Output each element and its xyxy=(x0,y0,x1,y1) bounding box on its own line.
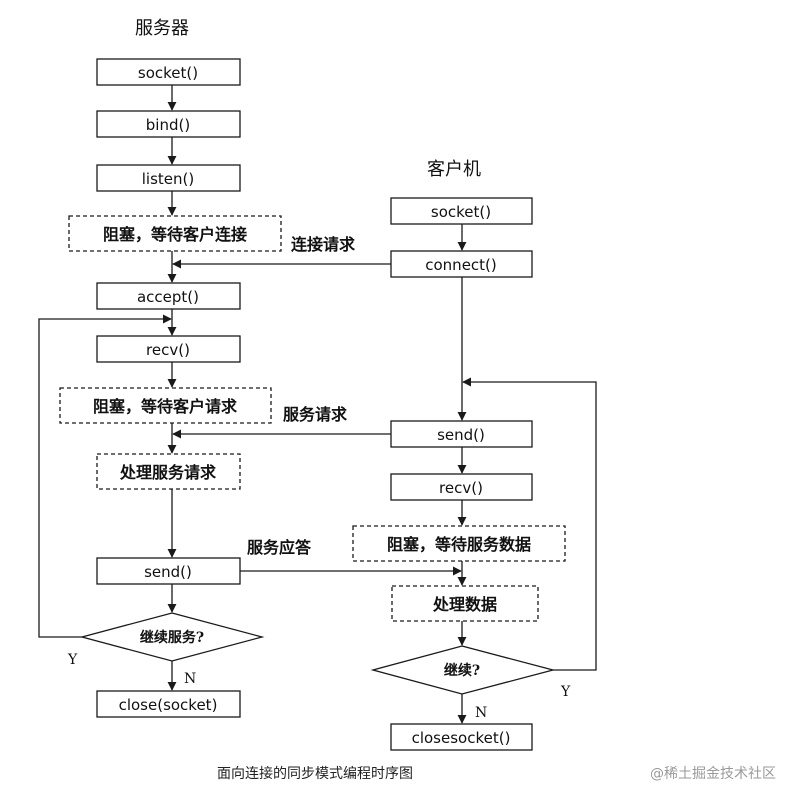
server-close-box: close(socket) xyxy=(96,690,241,718)
server-process-label: 处理服务请求 xyxy=(119,463,217,482)
server-title: 服务器 xyxy=(135,18,189,39)
server-recv-box: recv() xyxy=(96,335,241,363)
service-response-label: 服务应答 xyxy=(247,538,312,557)
service-request-label: 服务请求 xyxy=(283,405,348,424)
connect-request-label: 连接请求 xyxy=(291,235,356,254)
client-send-box: send() xyxy=(390,420,533,448)
server-wait-request-label: 阻塞，等待客户请求 xyxy=(93,397,238,416)
client-close-box: closesocket() xyxy=(390,723,533,751)
client-connect-box: connect() xyxy=(390,250,533,278)
server-socket-label: socket() xyxy=(138,64,198,82)
client-recv-label: recv() xyxy=(439,479,483,497)
client-socket-box: socket() xyxy=(390,197,533,225)
watermark: @稀土掘金技术社区 xyxy=(650,766,776,782)
server-decision-label: 继续服务? xyxy=(140,629,204,646)
server-close-label: close(socket) xyxy=(119,696,218,714)
server-accept-label: accept() xyxy=(137,288,199,306)
client-decision-diamond: 继续? xyxy=(370,645,556,695)
client-yes-label: Y xyxy=(560,684,571,700)
client-socket-label: socket() xyxy=(431,203,491,221)
server-send-label: send() xyxy=(144,563,192,581)
client-send-label: send() xyxy=(437,426,485,444)
server-send-box: send() xyxy=(96,557,241,585)
client-wait-data-box: 阻塞，等待服务数据 xyxy=(352,525,566,562)
server-listen-box: listen() xyxy=(96,164,241,192)
server-wait-connect-box: 阻塞，等待客户连接 xyxy=(68,215,282,252)
client-no-label: N xyxy=(475,705,487,721)
server-listen-label: listen() xyxy=(142,170,194,188)
client-process-box: 处理数据 xyxy=(391,585,539,622)
server-wait-request-box: 阻塞，等待客户请求 xyxy=(59,387,272,424)
server-loop-arrow xyxy=(38,314,172,638)
server-decision-diamond: 继续服务? xyxy=(79,612,265,662)
diagram-caption: 面向连接的同步模式编程时序图 xyxy=(217,765,413,782)
client-recv-box: recv() xyxy=(390,473,533,501)
server-accept-box: accept() xyxy=(96,282,241,310)
client-decision-label: 继续? xyxy=(444,662,480,679)
server-process-box: 处理服务请求 xyxy=(96,453,241,490)
client-process-label: 处理数据 xyxy=(432,595,497,614)
server-yes-label: Y xyxy=(67,652,78,668)
client-loop-arrow xyxy=(462,377,597,671)
client-wait-data-label: 阻塞，等待服务数据 xyxy=(387,535,531,554)
server-no-label: N xyxy=(184,671,196,687)
server-bind-box: bind() xyxy=(96,110,241,138)
client-close-label: closesocket() xyxy=(412,729,511,747)
client-title: 客户机 xyxy=(427,159,481,180)
server-wait-connect-label: 阻塞，等待客户连接 xyxy=(103,225,247,244)
server-recv-label: recv() xyxy=(146,341,190,359)
server-socket-box: socket() xyxy=(96,58,241,86)
client-connect-label: connect() xyxy=(425,256,497,274)
server-bind-label: bind() xyxy=(146,116,190,134)
